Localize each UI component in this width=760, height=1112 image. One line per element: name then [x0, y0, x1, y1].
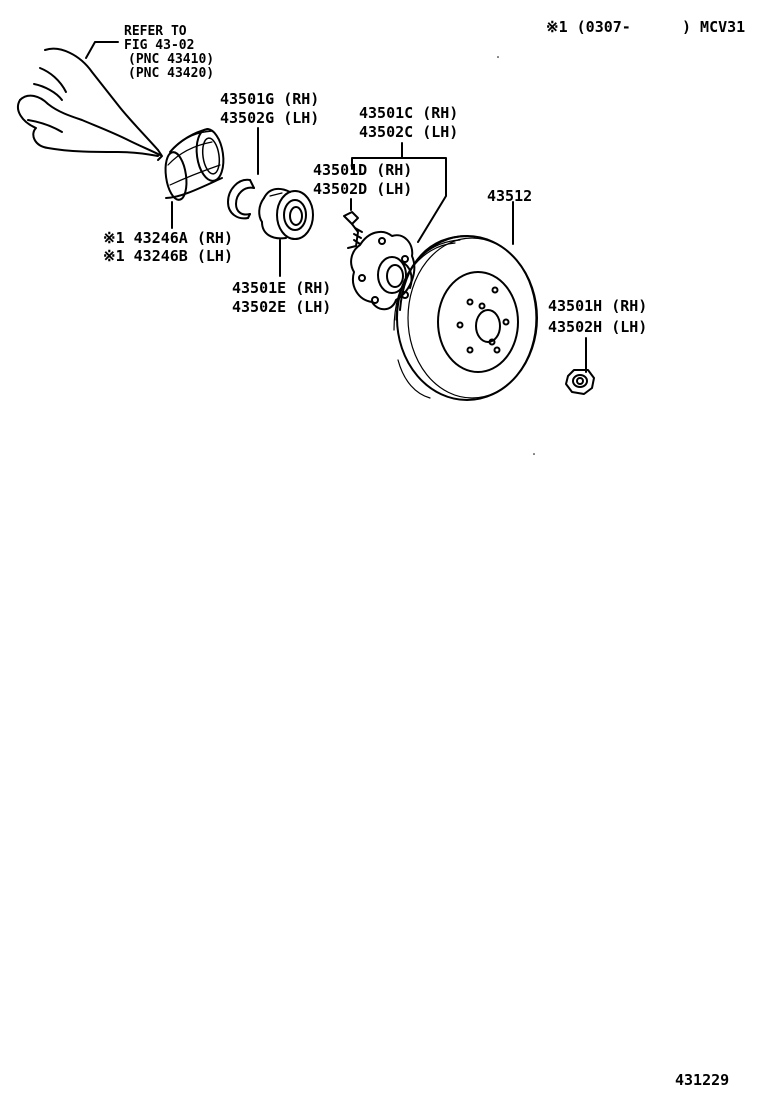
hub-label-rh: 43501C (RH) — [359, 104, 459, 122]
bearing-label-lh: 43502E (LH) — [232, 298, 332, 316]
illustration-number: 431229 — [675, 1071, 730, 1089]
hub-bracket-leader-line — [351, 157, 447, 243]
snap-ring-label-lh: 43502G (LH) — [220, 109, 320, 127]
reference-leader-line — [85, 41, 119, 59]
oil-seal-label-rh: ※1 43246A (RH) — [103, 229, 233, 247]
disc-label: 43512 — [487, 187, 533, 205]
bearing-label-rh: 43501E (RH) — [232, 279, 332, 297]
nut-label-lh: 43502H (LH) — [548, 318, 648, 336]
applicability-start: ※1 (0307- — [546, 18, 631, 36]
reference-line-1: REFER TO — [124, 24, 187, 39]
reference-line-3: (PNC 43410) — [128, 52, 215, 67]
hub-bolt-label-rh: 43501D (RH) — [313, 161, 413, 179]
nut-label-rh: 43501H (RH) — [548, 297, 648, 315]
reference-line-4: (PNC 43420) — [128, 66, 215, 81]
oil-seal-part — [164, 128, 225, 201]
hub-label-lh: 43502C (LH) — [359, 123, 459, 141]
pointing-hand-icon — [17, 47, 163, 161]
reference-line-2: FIG 43-02 — [124, 38, 195, 53]
brake-disc-part — [393, 235, 538, 401]
oil-seal-label-lh: ※1 43246B (LH) — [103, 247, 233, 265]
applicability-end: ) MCV31 — [682, 18, 746, 36]
hub-bolt-label-lh: 43502D (LH) — [313, 180, 413, 198]
bearing-part — [258, 187, 314, 240]
snap-ring-label-rh: 43501G (RH) — [220, 90, 320, 108]
hub-nut-part — [565, 369, 595, 395]
axle-hub-part — [350, 230, 416, 311]
hub-bolt-part — [343, 211, 363, 249]
snap-ring-part — [227, 178, 255, 220]
